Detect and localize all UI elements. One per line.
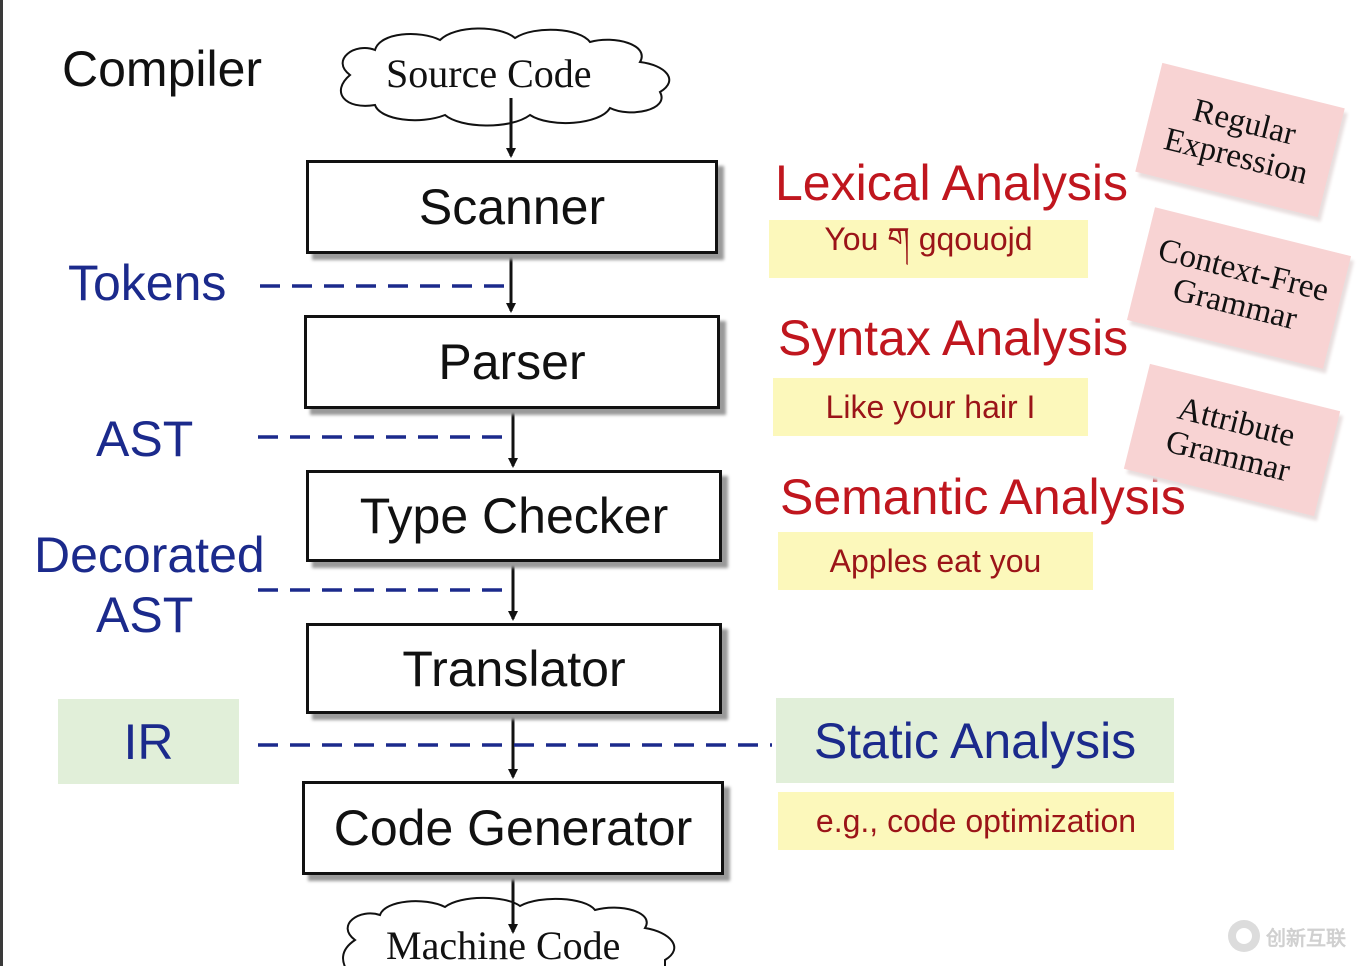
- watermark-text: 创新互联: [1266, 927, 1346, 950]
- semantic-analysis-title: Semantic Analysis: [780, 469, 1186, 525]
- semantic-example: Apples eat you: [778, 532, 1093, 590]
- watermark-logo-icon: [1228, 920, 1260, 952]
- source-code-label: Source Code: [386, 51, 592, 96]
- ir-label: IR: [58, 699, 239, 784]
- window-left-border: [0, 0, 3, 966]
- watermark: 创新互联: [1228, 920, 1346, 952]
- scanner-box: Scanner: [306, 160, 718, 254]
- lexical-analysis-title: Lexical Analysis: [775, 155, 1128, 211]
- parser-box: Parser: [304, 315, 720, 409]
- decorated-ast-label: AST: [96, 587, 194, 643]
- syntax-example: Like your hair I: [773, 378, 1088, 436]
- tokens-label: Tokens: [68, 255, 227, 311]
- static-analysis-title: Static Analysis: [776, 698, 1174, 783]
- translator-box: Translator: [306, 623, 722, 714]
- lexical-example: You ག gqouojd: [769, 220, 1088, 278]
- diagram-title: Compiler: [62, 41, 263, 97]
- ast-label: AST: [96, 411, 194, 467]
- syntax-analysis-title: Syntax Analysis: [778, 310, 1129, 366]
- static-example: e.g., code optimization: [778, 792, 1174, 850]
- code-generator-box: Code Generator: [302, 781, 724, 875]
- source-code-cloud: [339, 27, 671, 127]
- machine-code-label: Machine Code: [386, 923, 621, 968]
- type-checker-box: Type Checker: [306, 470, 722, 562]
- decorated-label: Decorated: [34, 527, 265, 583]
